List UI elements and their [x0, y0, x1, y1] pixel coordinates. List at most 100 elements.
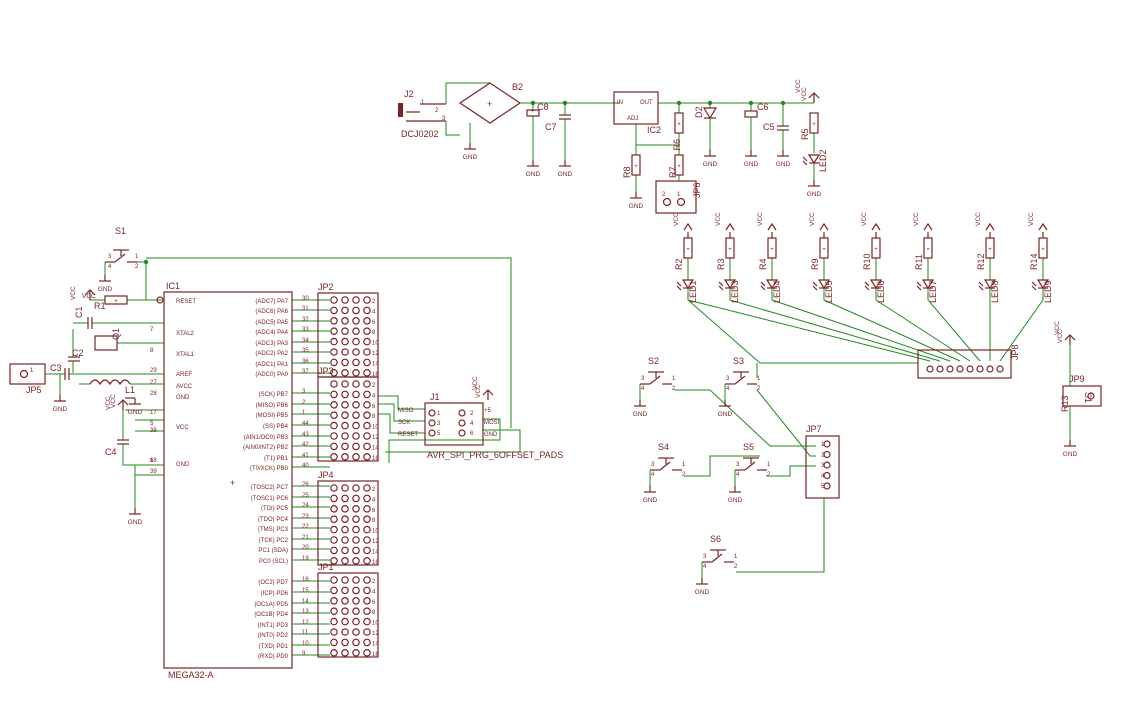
header-pin-number: 10 — [372, 621, 379, 627]
header-pad — [352, 296, 360, 304]
led-resistor — [819, 237, 829, 259]
c5-label: C5 — [763, 122, 775, 132]
header-pad — [363, 432, 371, 440]
s-pin: 3 — [641, 376, 645, 382]
led-vcc-arrow — [683, 222, 693, 231]
header-pin-number: 16 — [372, 560, 379, 566]
led-ray — [1031, 285, 1037, 291]
gnd-label: GND — [776, 161, 791, 168]
header-pad — [330, 576, 338, 584]
s-pin: 4 — [651, 472, 655, 478]
header-pad — [341, 546, 349, 555]
header-pin-number: 16 — [372, 652, 379, 658]
header-pad — [363, 504, 371, 513]
jp7-pin: 4 — [821, 474, 825, 480]
header-pad — [363, 411, 371, 420]
jp7-header — [805, 435, 840, 499]
wire-led-jp8 — [771, 288, 951, 362]
wire-led-jp8 — [999, 288, 1044, 362]
led-resistor-label: R4 — [758, 258, 768, 270]
header-pad — [352, 432, 360, 440]
jp8-pad — [936, 365, 944, 373]
ic1-port-number: 36 — [302, 359, 309, 365]
wire-isp-mosi — [378, 413, 425, 434]
header-pad — [363, 358, 371, 367]
header-pin-number: 12 — [372, 539, 379, 545]
led-resistor-label: R10 — [862, 253, 872, 270]
l1-label: L1 — [125, 385, 135, 395]
led-resistor-label: R11 — [914, 254, 924, 270]
ic1-port-name: (ADC5) PA5 — [255, 320, 288, 326]
ic1-port-name: (TMS) PC3 — [258, 527, 289, 533]
header-pad — [341, 380, 349, 388]
header-pad — [330, 411, 338, 420]
ic1-port-name: (INT0) PD2 — [258, 633, 289, 639]
led-ray — [978, 285, 984, 291]
led-ray — [812, 281, 818, 287]
s-pin: 1 — [682, 462, 686, 468]
header-pin-number: 16 — [372, 372, 379, 378]
s-pin: 1 — [757, 376, 761, 382]
ic1-pin-number: 18 — [150, 458, 157, 464]
header-pad — [341, 536, 349, 544]
header-pin-number: 6 — [372, 404, 376, 410]
header-pad — [363, 316, 371, 325]
r13-label: R13 — [1060, 395, 1070, 412]
ic2-label: IC2 — [647, 125, 661, 135]
header-pin-number: 6 — [372, 508, 376, 514]
ic1-pin-name: RESET — [176, 299, 196, 305]
jp7-pad — [823, 450, 831, 459]
r7-label: R7 — [668, 166, 678, 178]
c3-label: C3 — [50, 363, 62, 373]
led-resistor-label: R9 — [810, 258, 820, 270]
header-pad — [330, 452, 338, 461]
s-pin: 4 — [641, 386, 645, 392]
header-pad — [352, 484, 360, 492]
jp9-label: JP9 — [1069, 374, 1085, 384]
header-pad — [363, 380, 371, 388]
led-resistor — [725, 237, 735, 259]
header-pad — [363, 494, 371, 503]
c6-body — [744, 110, 758, 118]
wire-s1-reset — [137, 261, 162, 301]
resistor-plus: + — [822, 247, 826, 253]
j1-pad — [428, 409, 436, 417]
header-pad — [330, 607, 338, 616]
header-pad — [352, 576, 360, 584]
j1-pad — [428, 429, 436, 437]
ic1-pin-number: 7 — [150, 327, 154, 333]
ic1-pin-name: GND — [176, 462, 190, 468]
ic1-mega32 — [163, 291, 293, 669]
header-pad — [363, 452, 371, 461]
j1-pin: 2 — [470, 411, 474, 417]
header-pad — [330, 400, 338, 409]
switch-label: S6 — [710, 534, 721, 544]
header-pad — [352, 400, 360, 409]
header-pad — [363, 390, 371, 399]
resistor-plus: + — [770, 247, 774, 253]
gnd-label: GND — [98, 286, 113, 293]
header-pad — [330, 327, 338, 336]
ic1-pin-number: 6 — [150, 458, 154, 464]
led-label: LED7 — [928, 280, 938, 303]
header-pad — [352, 452, 360, 461]
wire-isp-mosi2 — [388, 418, 501, 463]
header-pad — [363, 421, 371, 430]
ic1-port-name: PC1 (SDA) — [258, 548, 288, 554]
led-resistor-label: R3 — [716, 258, 726, 270]
header-pad — [330, 525, 338, 534]
header-pad — [363, 306, 371, 315]
j1-pin: 3 — [437, 421, 441, 427]
s1b-label: S1 — [1083, 392, 1093, 403]
dcj0202-label: DCJ0202 — [401, 129, 439, 139]
s-pin: 3 — [736, 462, 740, 468]
header-pad — [341, 515, 349, 524]
led-vcc-label: VCC — [673, 212, 680, 226]
vcc-label-jp9: VCC — [1054, 321, 1061, 335]
header-pad — [363, 525, 371, 534]
ic1-pin-name: XTAL2 — [176, 331, 195, 337]
j1-signal: MOSI — [484, 420, 500, 426]
r1-body — [104, 295, 128, 305]
ic1-pin-name: AVCC — [176, 384, 193, 390]
header-pad — [341, 421, 349, 430]
